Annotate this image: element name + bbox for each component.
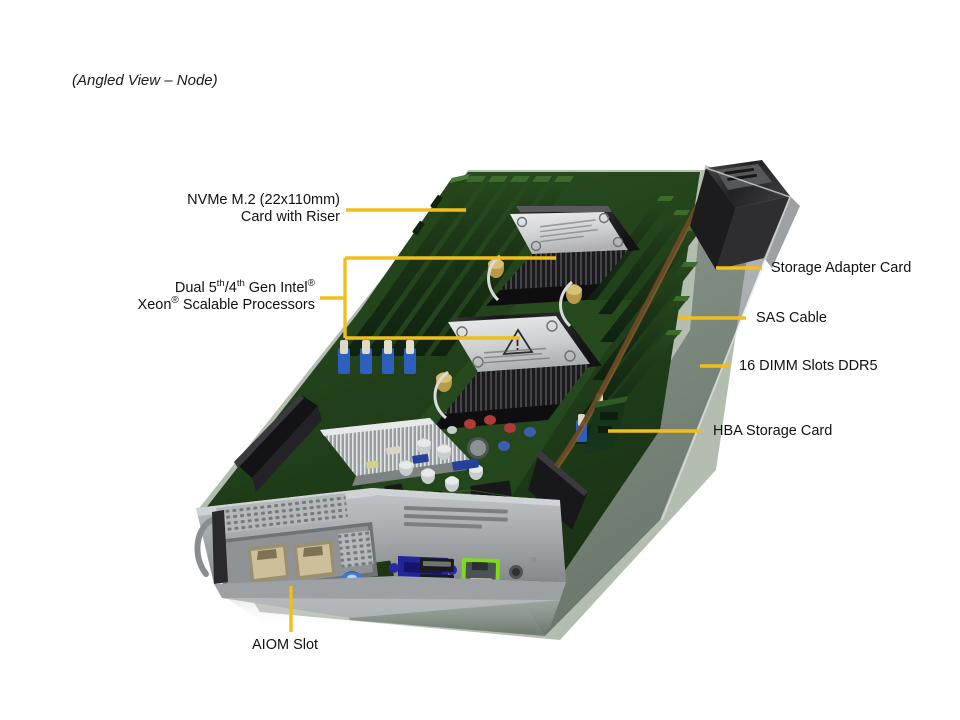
sas-cable — [554, 198, 702, 468]
cpu-l1-sup2: th — [236, 278, 245, 290]
nvme-m2-line1: NVMe M.2 (22x110mm) — [187, 192, 340, 208]
surface-reflection — [226, 598, 560, 632]
aiom-handle — [194, 517, 215, 577]
pcie-shroud-bracket — [234, 394, 588, 530]
cpu-l2-a: Xeon — [137, 297, 172, 313]
dimm-latches-left — [338, 340, 416, 374]
cpu-l2-b: Scalable Processors — [178, 297, 315, 313]
dimm-slots-label: 16 DIMM Slots DDR5 — [739, 358, 878, 375]
nvme-m2-card-label: NVMe M.2 (22x110mm) Card with Riser — [60, 192, 340, 226]
storage-adapter-card — [690, 160, 800, 270]
cpu-label-line1: Dual 5th/4th Gen Intel® — [30, 278, 315, 297]
cpu-l1-sup1: th — [216, 278, 225, 290]
nvme-m2-line2: Card with Riser — [240, 209, 340, 225]
hba-storage-card-label: HBA Storage Card — [713, 423, 832, 440]
cpu-l1-b: /4 — [224, 280, 237, 296]
dimm-bank-right — [574, 196, 704, 444]
hba-storage-card-text: HBA Storage Card — [713, 423, 833, 439]
cpu-l1-c: Gen Intel — [244, 280, 308, 296]
cpu-l1-reg: ® — [307, 278, 315, 290]
aiom-rj45-ports — [248, 540, 335, 583]
aiom-slot-label: AIOM Slot — [252, 637, 318, 654]
cpu-l1-a: Dual 5 — [174, 280, 217, 296]
sas-cable-label: SAS Cable — [756, 310, 827, 327]
warning-triangle-icon — [502, 328, 534, 356]
storage-adapter-card-label: Storage Adapter Card — [771, 260, 911, 277]
sas-cable-text: SAS Cable — [756, 310, 827, 326]
leader-cpu-bracket — [320, 256, 556, 340]
dimm-slots-text: 16 DIMM Slots DDR5 — [739, 358, 878, 374]
front-panel-assembly — [194, 488, 394, 594]
cpu2-heatsink — [432, 280, 602, 430]
storage-adapter-card-text: Storage Adapter Card — [771, 260, 912, 276]
cpu-l2-reg: ® — [171, 295, 179, 307]
hba-storage-card — [584, 396, 628, 454]
cpu-processors-label: Dual 5th/4th Gen Intel® Xeon® Scalable P… — [30, 278, 315, 314]
view-caption: (Angled View – Node) — [72, 72, 218, 89]
aiom-slot-text: AIOM Slot — [252, 637, 319, 653]
cpu-label-line2: Xeon® Scalable Processors — [30, 295, 315, 314]
